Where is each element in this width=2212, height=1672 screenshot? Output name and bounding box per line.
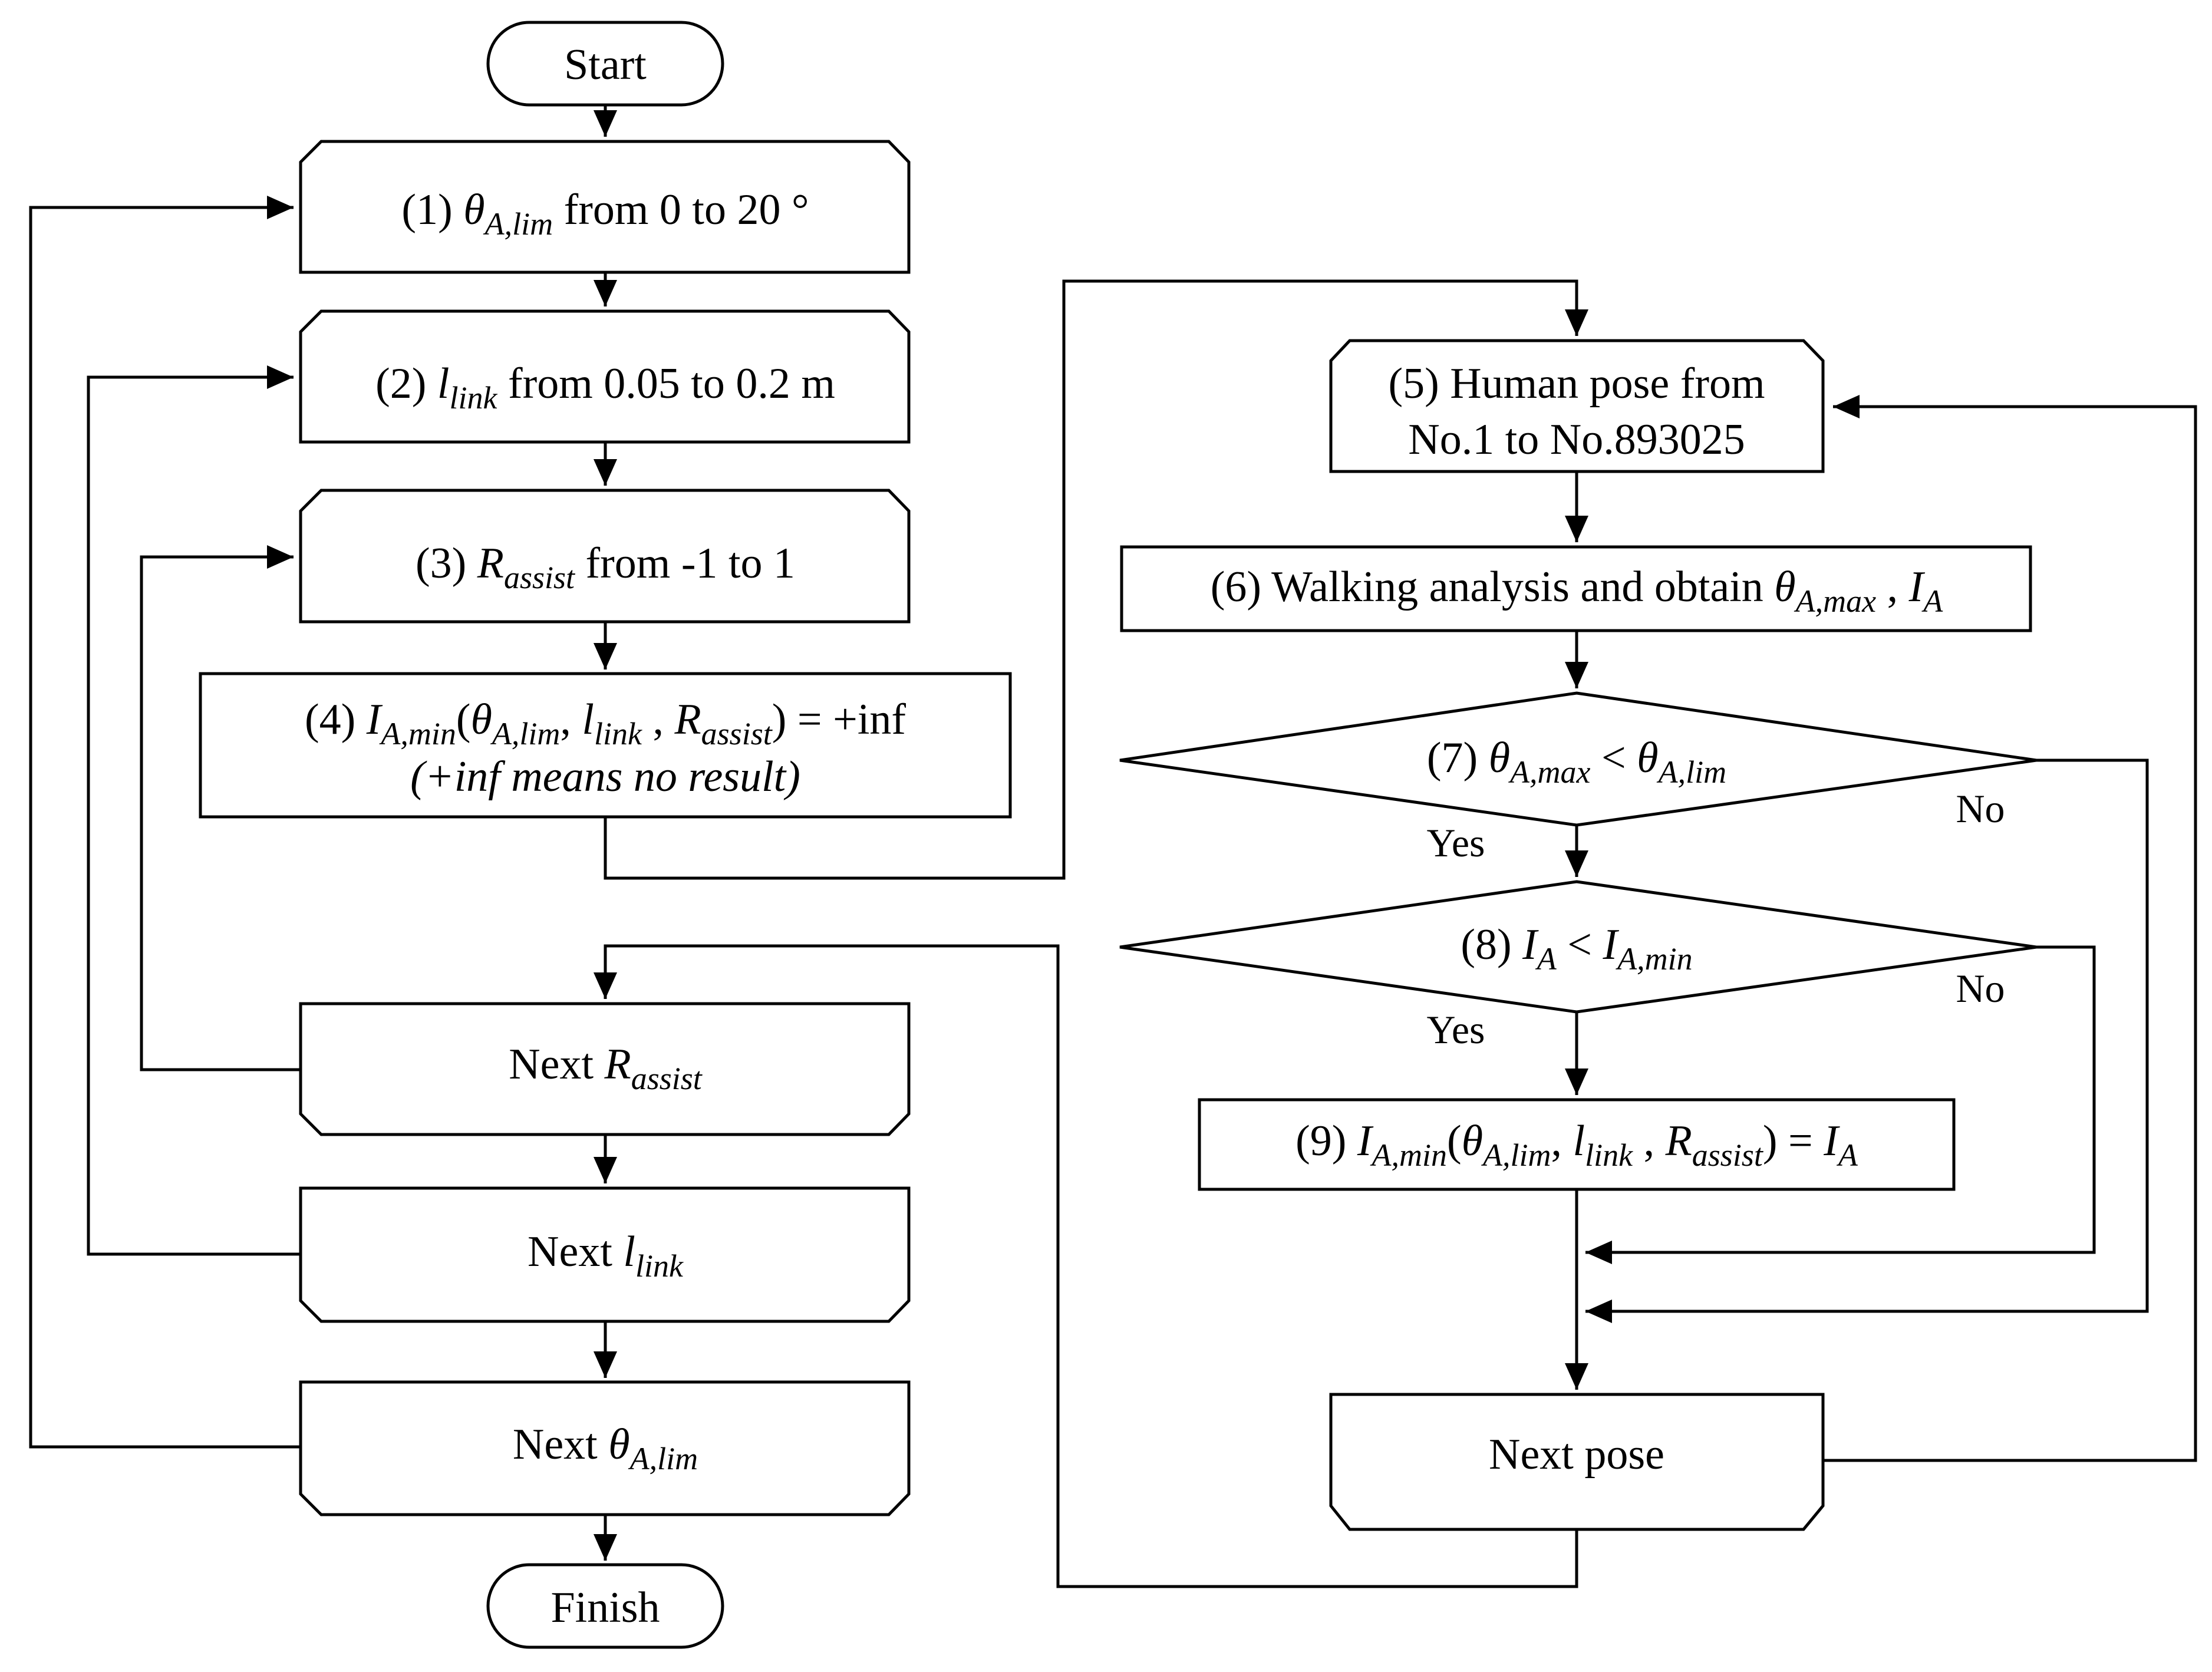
- step-6-label: (6) Walking analysis and obtain θA,max ,…: [1211, 563, 1944, 619]
- next-theta-label: Next θA,lim: [513, 1420, 698, 1476]
- step-5-line1: (5) Human pose from: [1388, 360, 1765, 408]
- step-1-label: (1) θA,lim from 0 to 20 °: [401, 186, 809, 242]
- loop-end-theta: Next θA,lim: [299, 1380, 911, 1516]
- next-assist-label: Next Rassist: [509, 1040, 703, 1096]
- step-3-label: (3) Rassist from -1 to 1: [416, 539, 795, 595]
- finish-terminal: Finish: [486, 1563, 724, 1649]
- step-4-line1: (4) IA,min(θA,lim, llink , Rassist) = +i…: [305, 695, 906, 751]
- decision-ia: (8) IA < IA,min: [1119, 880, 2037, 1014]
- step-2-label: (2) llink from 0.05 to 0.2 m: [375, 360, 835, 415]
- yes-label-7: Yes: [1427, 820, 1485, 865]
- process-walking-analysis: (6) Walking analysis and obtain θA,max ,…: [1120, 545, 2032, 632]
- step-7-label: (7) θA,max < θA,lim: [1427, 734, 1726, 790]
- step-9-label: (9) IA,min(θA,lim, llink , Rassist) = IA: [1295, 1117, 1858, 1173]
- process-update-imin: (9) IA,min(θA,lim, llink , Rassist) = IA: [1198, 1098, 1956, 1191]
- start-terminal: Start: [486, 21, 724, 107]
- no-label-8: No: [1956, 966, 2005, 1011]
- connectors: [29, 106, 2197, 1588]
- next-pose-label: Next pose: [1489, 1430, 1664, 1479]
- step-5-line2: No.1 to No.893025: [1408, 415, 1745, 464]
- loop-end-assist: Next Rassist: [299, 1002, 911, 1136]
- next-link-label: Next llink: [528, 1228, 684, 1284]
- finish-label: Finish: [550, 1584, 660, 1632]
- loop-start-pose: (5) Human pose from No.1 to No.893025: [1329, 339, 1825, 473]
- process-init-imin: (4) IA,min(θA,lim, llink , Rassist) = +i…: [199, 672, 1012, 819]
- loop-start-link: (2) llink from 0.05 to 0.2 m: [299, 309, 911, 444]
- decision-theta-max: (7) θA,max < θA,lim: [1119, 691, 2037, 827]
- start-label: Start: [564, 41, 647, 89]
- step-4-line2: (+inf means no result): [410, 753, 800, 801]
- loop-end-pose: Next pose: [1329, 1393, 1825, 1531]
- yes-label-8: Yes: [1427, 1007, 1485, 1052]
- loop-start-assist: (3) Rassist from -1 to 1: [299, 489, 911, 624]
- step-8-label: (8) IA < IA,min: [1461, 921, 1692, 977]
- no-label-7: No: [1956, 786, 2005, 831]
- loop-start-theta: (1) θA,lim from 0 to 20 °: [299, 140, 911, 274]
- loop-end-link: Next llink: [299, 1186, 911, 1323]
